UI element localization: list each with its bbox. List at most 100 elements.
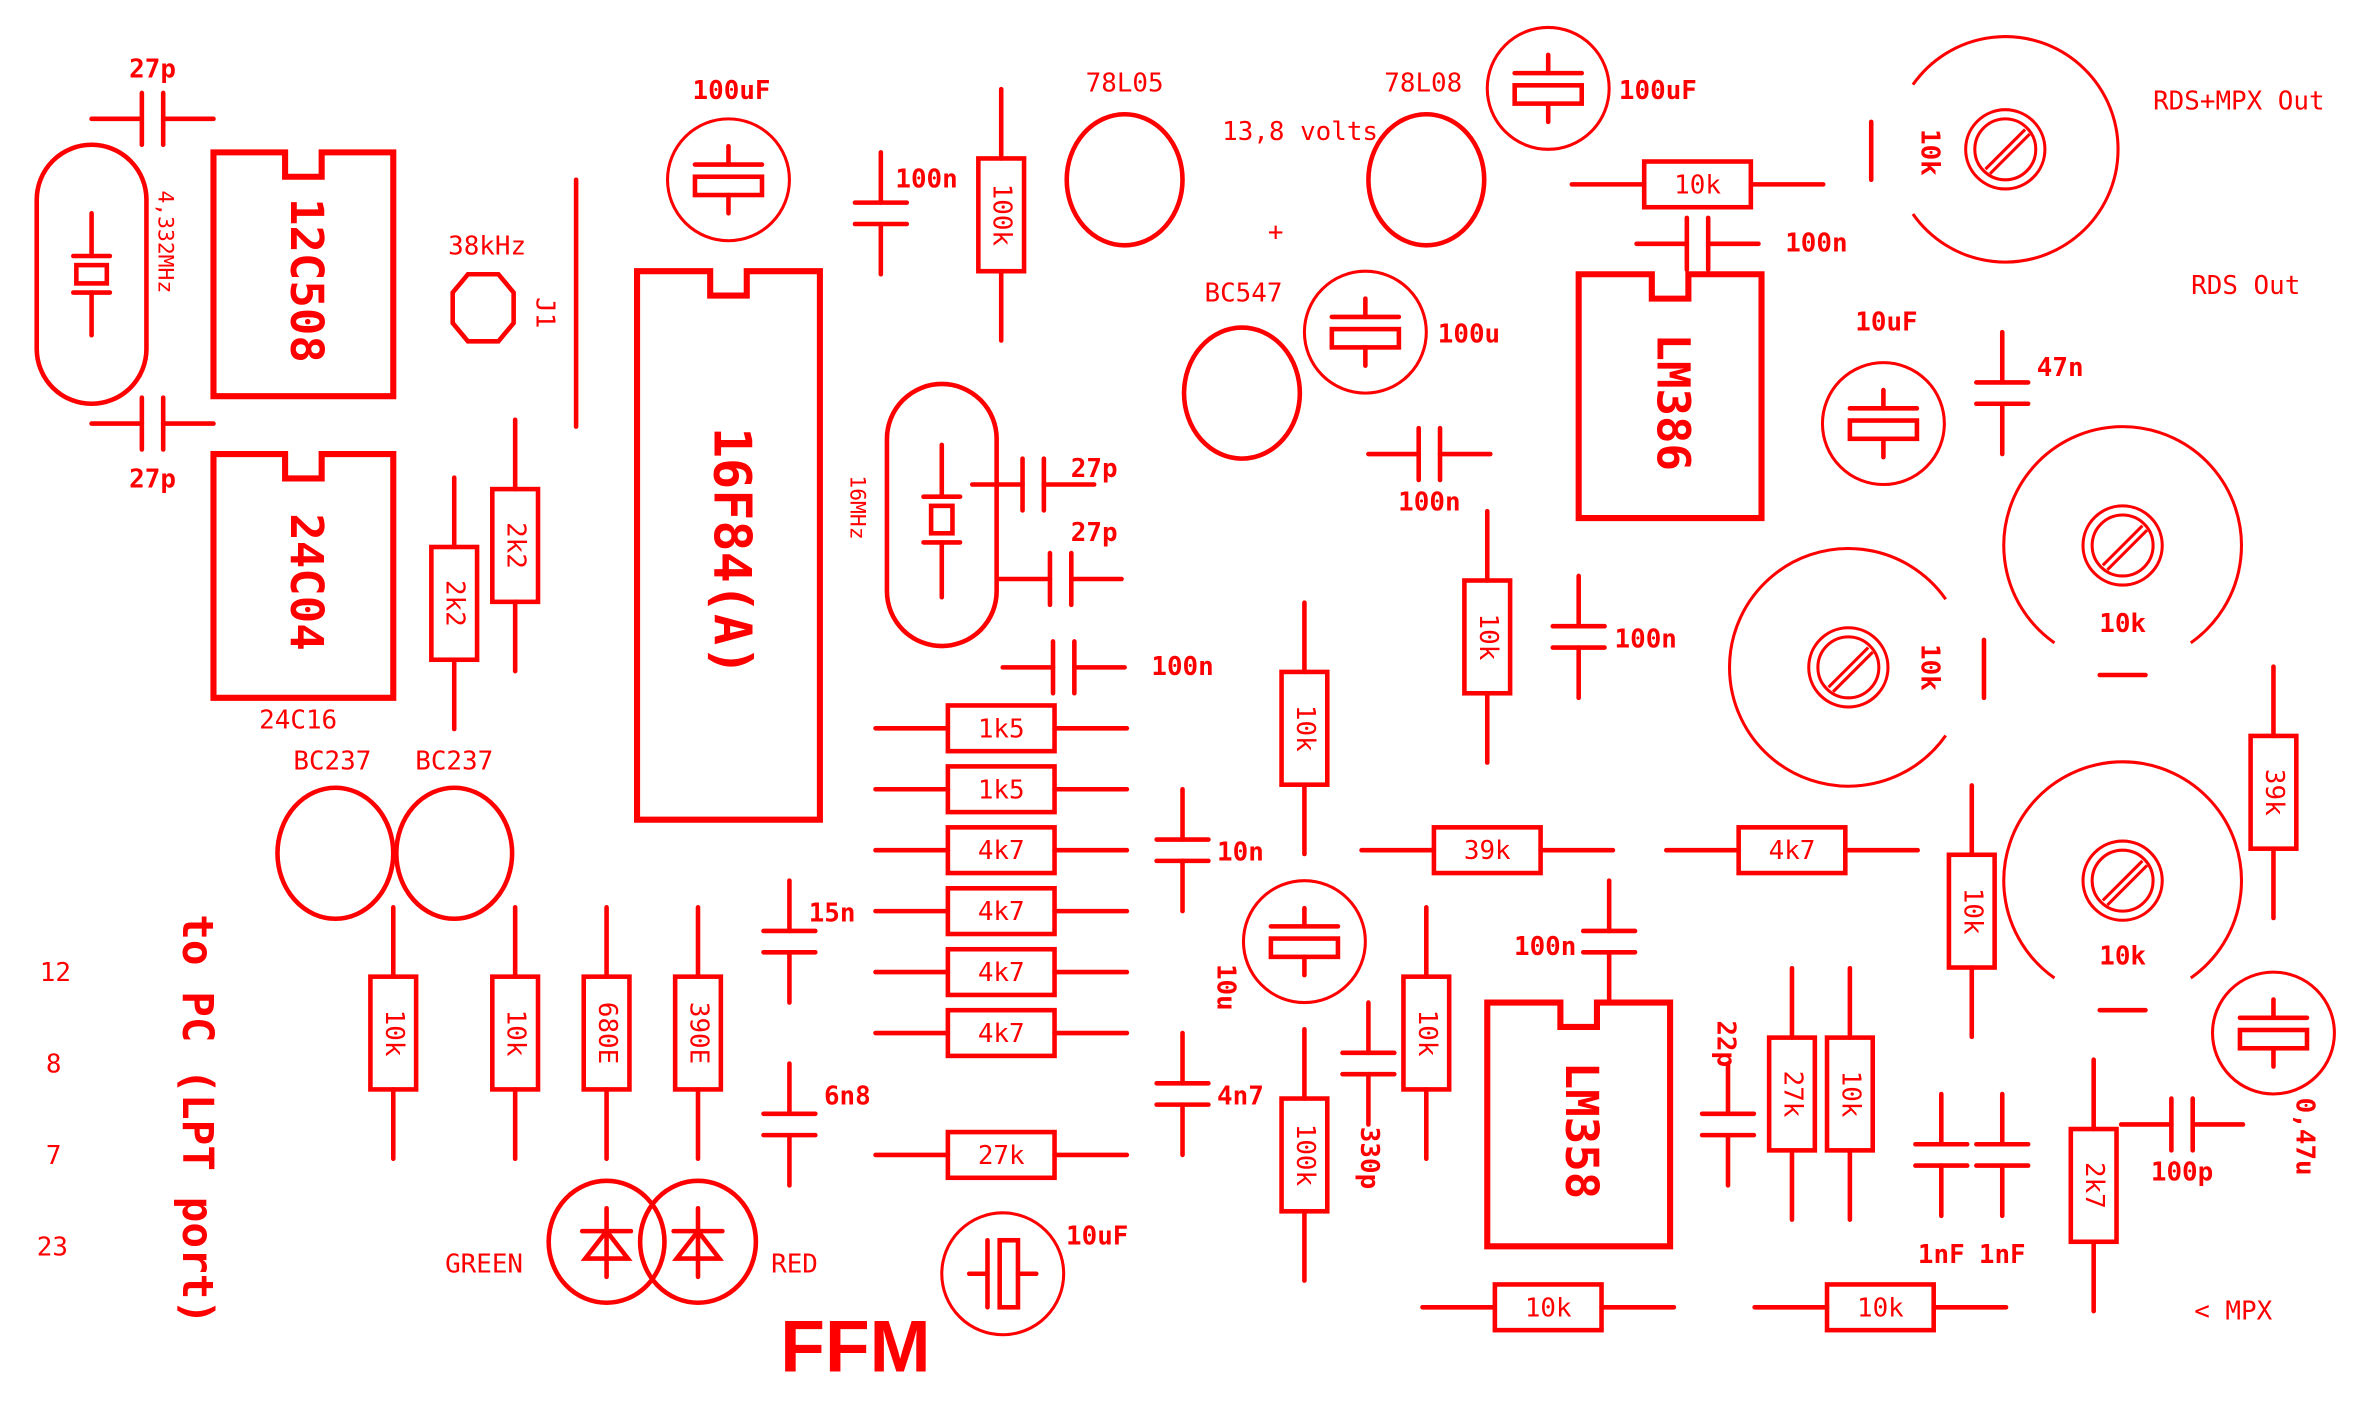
j1-connector bbox=[450, 177, 579, 429]
value-label: 27p bbox=[129, 464, 176, 494]
value-label: 100n bbox=[1398, 487, 1460, 517]
value-label: 100u bbox=[1438, 320, 1500, 350]
capacitor-c17: 22p bbox=[1699, 1020, 1757, 1188]
trimmer-p3: 10k bbox=[1728, 547, 1947, 788]
value-label: 1nF bbox=[1918, 1240, 1965, 1270]
resistor-r23: 39k bbox=[2248, 664, 2299, 921]
power-label: 13,8 volts bbox=[1222, 117, 1378, 147]
capacitor-c9: 10n bbox=[1154, 786, 1264, 914]
xtal2-freq-label: 16MHz bbox=[844, 475, 869, 539]
power-plus-label: + bbox=[1268, 218, 1284, 248]
value-label: 10k bbox=[1957, 888, 1987, 935]
resistor-r6: 4k7 bbox=[873, 825, 1130, 876]
capacitor-c7: 15n bbox=[761, 878, 856, 1005]
electrolytic-e3: 100u bbox=[1302, 269, 1500, 395]
resistor-r25: 10k bbox=[1824, 965, 1876, 1222]
ic-label: 16F84(A) bbox=[701, 427, 761, 676]
value-label: 100n bbox=[895, 164, 957, 194]
value-label: 680E bbox=[592, 1002, 622, 1064]
resistor-r13: 680E bbox=[581, 905, 632, 1162]
value-label: 2k2 bbox=[501, 522, 531, 569]
q-bc237-2: BC237 bbox=[394, 746, 515, 922]
resistor-r11: 10k bbox=[368, 905, 419, 1162]
value-label: 100p bbox=[2151, 1158, 2213, 1188]
value-label: 100uF bbox=[693, 76, 771, 106]
resistor-r16: 100k bbox=[1279, 1026, 1330, 1283]
value-label: 1k5 bbox=[978, 775, 1025, 805]
value-label: 4k7 bbox=[978, 836, 1025, 866]
q-bc237-1: BC237 bbox=[275, 746, 396, 922]
lpt-pin-label: 7 bbox=[46, 1141, 62, 1171]
value-label: 27p bbox=[1071, 518, 1118, 548]
electrolytic-e7: 0,47u bbox=[2210, 970, 2336, 1176]
value-label: 4k7 bbox=[978, 897, 1025, 927]
eeprom-alt-label: 24C16 bbox=[259, 705, 337, 735]
value-label: 27p bbox=[1071, 454, 1118, 484]
green-led-label: GREEN bbox=[445, 1249, 523, 1279]
value-label: 1nF bbox=[1979, 1240, 2026, 1270]
value-label: 15n bbox=[809, 899, 856, 929]
electrolytic-e6: 10uF bbox=[940, 1211, 1128, 1337]
j1-label: J1 bbox=[529, 297, 559, 328]
value-label: 27k bbox=[978, 1141, 1025, 1171]
value-label: 10k bbox=[2099, 941, 2146, 971]
rds-mpx-out-label: RDS+MPX Out bbox=[2153, 87, 2324, 117]
value-label: 27k bbox=[1777, 1071, 1807, 1118]
value-label: 27p bbox=[129, 55, 176, 85]
resistor-r28: 10k bbox=[1752, 1282, 2009, 1333]
value-label: 10k bbox=[379, 1010, 409, 1057]
capacitor-c19: 1nF bbox=[1974, 1091, 2031, 1270]
lpt-port-label: to PC (LPT port) bbox=[172, 914, 222, 1325]
red-led-label: RED bbox=[771, 1249, 818, 1279]
xtal1-freq-label: 4,332MHz bbox=[153, 190, 178, 293]
value-label: 10uF bbox=[1855, 308, 1917, 338]
value-label: 100uF bbox=[1619, 76, 1697, 106]
value-label: 6n8 bbox=[824, 1082, 871, 1112]
board-title: FFM bbox=[780, 1306, 930, 1387]
electrolytic-e1: 100uF bbox=[666, 76, 791, 243]
lpt-pin-label: 23 bbox=[37, 1232, 68, 1262]
electrolytic-e2: 100uF bbox=[1485, 25, 1697, 151]
led-red bbox=[637, 1178, 759, 1306]
part-label: 78L05 bbox=[1086, 68, 1164, 98]
value-label: 390E bbox=[684, 1002, 714, 1064]
resistor-r24: 27k bbox=[1766, 965, 1818, 1222]
resistor-r12: 10k bbox=[490, 905, 541, 1162]
ic-lm358: LM358 bbox=[1484, 999, 1674, 1250]
part-label: BC237 bbox=[415, 746, 493, 776]
ic-label: LM386 bbox=[1647, 333, 1700, 471]
resistor-r19: 10k bbox=[1569, 159, 1826, 210]
value-label: 10k bbox=[1412, 1010, 1442, 1057]
capacitor-c16: 100n bbox=[1514, 878, 1638, 1005]
capacitor-c4: 27p bbox=[969, 454, 1118, 513]
ic-label: 12C508 bbox=[280, 198, 333, 363]
ic-12c508: 12C508 bbox=[210, 149, 397, 400]
value-label: 2k2 bbox=[440, 580, 470, 627]
value-label: 39k bbox=[1464, 836, 1511, 866]
value-label: 47n bbox=[2037, 353, 2084, 383]
resistor-r10: 27k bbox=[873, 1129, 1130, 1181]
ic-label: 24C04 bbox=[280, 513, 333, 651]
resistor-r21: 4k7 bbox=[1663, 825, 1920, 876]
capacitor-c1: 27p bbox=[89, 55, 216, 148]
part-label: BC237 bbox=[293, 746, 371, 776]
capacitor-c14: 100n bbox=[1634, 215, 1848, 272]
capacitor-c18: 1nF bbox=[1913, 1091, 1970, 1270]
electrolytic-e4: 10uF bbox=[1820, 308, 1946, 487]
capacitor-c2: 27p bbox=[89, 395, 216, 494]
resistor-r26: 2k7 bbox=[2068, 1057, 2119, 1314]
freq-38khz-label: 38kHz bbox=[448, 231, 526, 261]
value-label: 100n bbox=[1615, 624, 1677, 654]
value-label: 2k7 bbox=[2079, 1162, 2109, 1209]
resistor-r1: 100k bbox=[976, 86, 1027, 343]
value-label: 10k bbox=[2099, 609, 2146, 639]
capacitor-c10: 4n7 bbox=[1154, 1030, 1264, 1158]
trimmer-p2: 10k bbox=[2002, 425, 2243, 645]
resistor-r22: 10k bbox=[1946, 783, 1997, 1040]
value-label: 330p bbox=[1354, 1127, 1384, 1189]
value-label: 4n7 bbox=[1217, 1082, 1264, 1112]
mpx-in-label: < MPX bbox=[2194, 1296, 2272, 1326]
value-label: 100n bbox=[1514, 932, 1576, 962]
resistor-r3: 2k2 bbox=[429, 475, 480, 732]
